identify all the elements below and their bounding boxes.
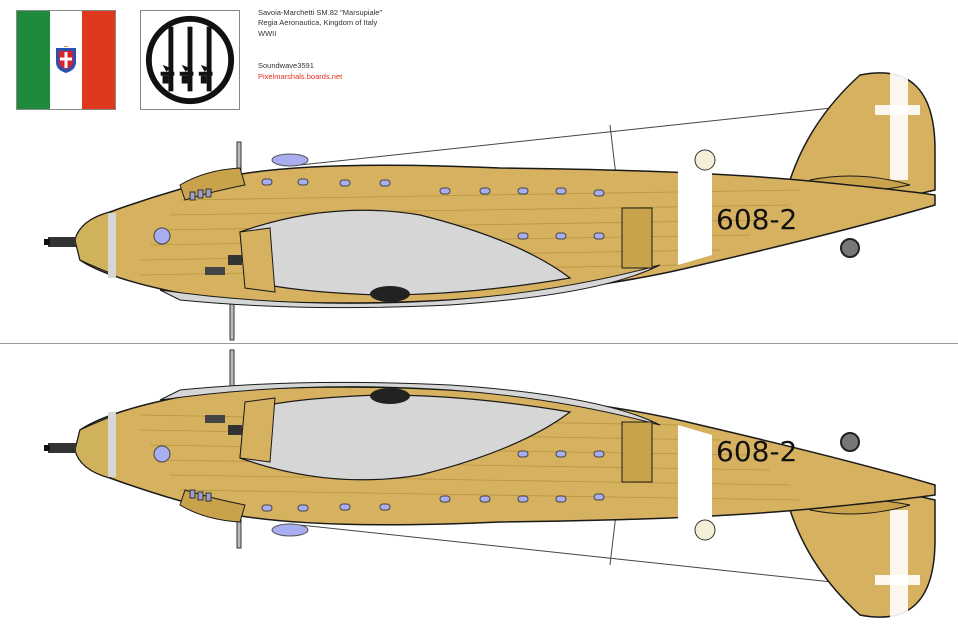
site-link[interactable]: Pixelmarshals.boards.net bbox=[258, 71, 343, 81]
profile-info: Savoia-Marchetti SM.82 "Marsupiale" Regi… bbox=[258, 8, 382, 82]
upper-registration-code: 608-2 bbox=[716, 203, 797, 236]
aircraft-profile-right: 608-2 bbox=[44, 70, 936, 341]
era-label: WWII bbox=[258, 28, 277, 38]
operator-label: Regia Aeronautica, Kingdom of Italy bbox=[258, 18, 378, 28]
author-label: Soundwave3591 bbox=[258, 61, 314, 71]
aircraft-profile-left: 608-2 bbox=[44, 349, 936, 620]
aircraft-title: Savoia-Marchetti SM.82 "Marsupiale" bbox=[258, 8, 383, 17]
fasces-emblem-icon bbox=[140, 10, 240, 110]
savoy-shield-icon bbox=[56, 46, 76, 73]
profile-divider bbox=[0, 343, 958, 344]
italian-flag-icon bbox=[16, 10, 116, 110]
lower-registration-code: 608-2 bbox=[716, 435, 797, 468]
